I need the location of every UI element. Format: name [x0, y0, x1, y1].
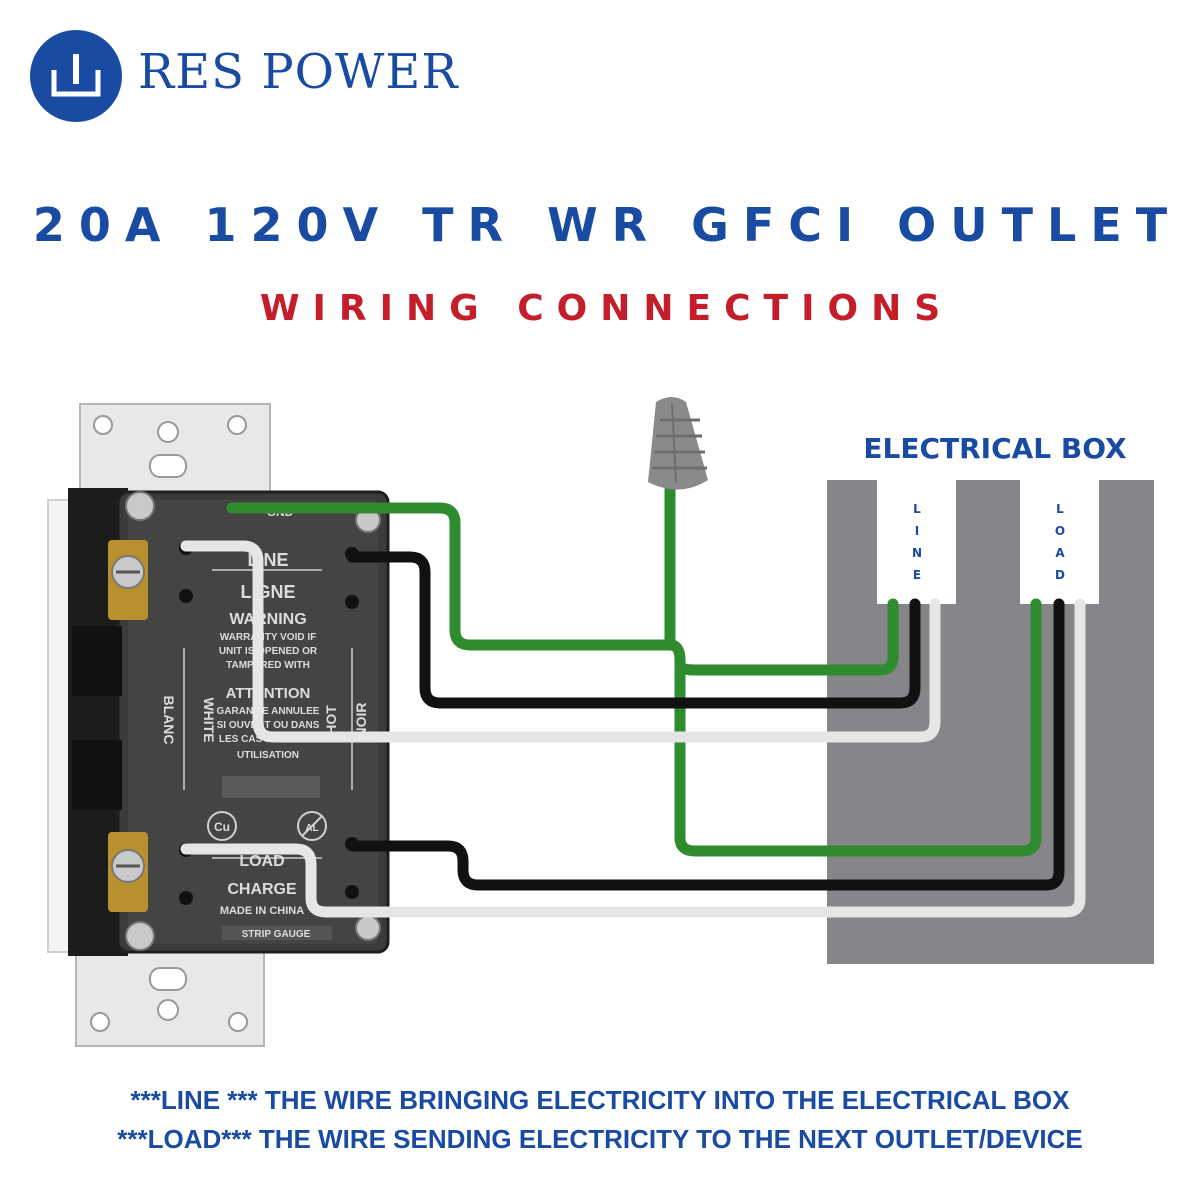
brand-name: RES POWER [138, 44, 459, 100]
blanc-label: BLANC [161, 696, 177, 745]
vertical-letter: A [1055, 546, 1065, 560]
load-cable-jacket [1020, 480, 1099, 604]
attention-text-4: UTILISATION [237, 750, 299, 761]
vertical-letter: O [1054, 524, 1066, 538]
cu-label: Cu [214, 820, 230, 834]
vertical-letter: E [912, 568, 922, 582]
vertical-letter: L [913, 502, 921, 516]
mounting-strap-top [79, 403, 271, 495]
electrical-box [827, 480, 1154, 964]
warning-text-2: UNIT IS OPENED OR [219, 646, 318, 657]
mounting-strap-bottom [75, 949, 265, 1047]
attention-text-2: SI OUVERT OU DANS [217, 720, 320, 731]
wire-nut-icon [648, 397, 708, 490]
hot-wire-load [346, 598, 1065, 891]
brand-logo [30, 30, 122, 122]
ground-wire-outlet [226, 502, 676, 651]
white-label: WHITE [201, 697, 217, 742]
vertical-letter: I [914, 524, 920, 538]
warning-label: WARNING [229, 611, 306, 628]
charge-label: CHARGE [227, 881, 297, 898]
warning-text-1: WARRANTY VOID IF [220, 632, 316, 643]
footer-load-note: ***LOAD*** THE WIRE SENDING ELECTRICITY … [117, 1124, 1083, 1154]
ligne-label: LIGNE [240, 582, 295, 602]
line-cable-jacket [877, 480, 956, 604]
vertical-letter: L [1056, 502, 1064, 516]
footer-line-note: ***LINE *** THE WIRE BRINGING ELECTRICIT… [130, 1085, 1070, 1115]
strip-gauge-label: STRIP GAUGE [242, 929, 311, 940]
attention-text-1: GARANTIE ANNULEE [217, 706, 320, 717]
electrical-box-title: ELECTRICAL BOX [863, 432, 1127, 465]
al-label: AL [305, 823, 318, 834]
page-title: 20A 120V TR WR GFCI OUTLET [32, 198, 1182, 252]
hot-wire-line [346, 551, 921, 709]
vertical-letter: N [911, 546, 923, 560]
neutral-wire-line [180, 540, 941, 743]
vertical-letter: D [1055, 568, 1065, 582]
power-plug-icon [51, 54, 101, 97]
load-label: LOAD [239, 853, 284, 870]
warning-text-3: TAMPERED WITH [226, 660, 310, 671]
hot-label: HOT [323, 705, 339, 735]
noir-label: NOIR [353, 703, 369, 738]
neutral-wire-load [180, 598, 1086, 918]
ground-wire-load [674, 598, 1042, 857]
made-in-label: MADE IN CHINA [220, 905, 304, 917]
attention-label: ATTENTION [226, 685, 311, 702]
page-subtitle: WIRING CONNECTIONS [259, 288, 954, 329]
